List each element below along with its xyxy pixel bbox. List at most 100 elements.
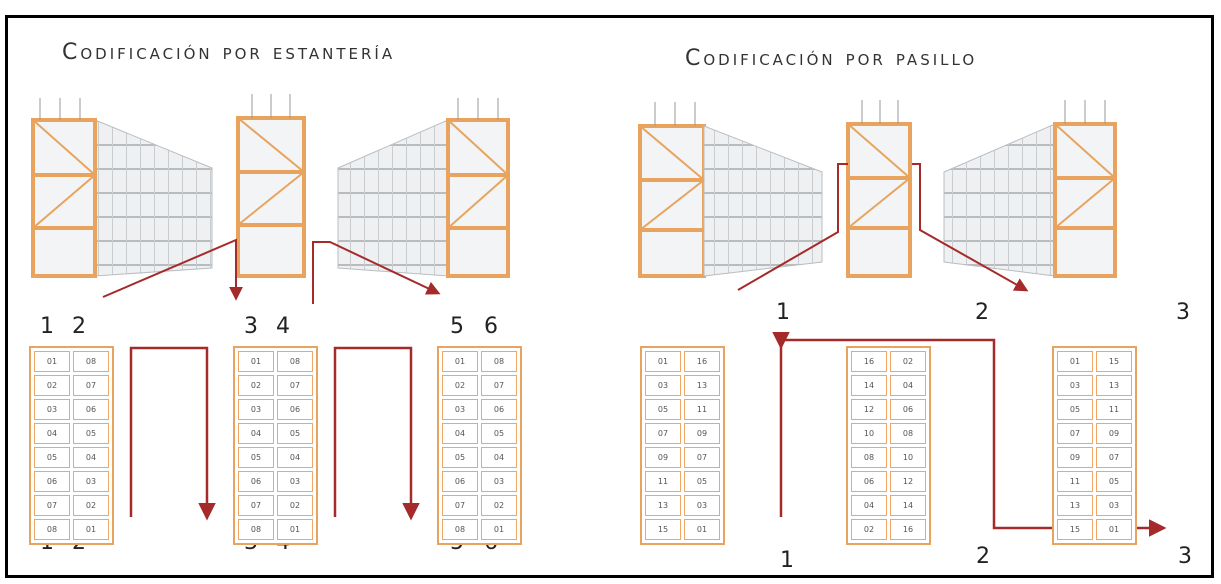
rack-position-cell: 13: [1096, 375, 1132, 396]
rack-position-cell: 09: [645, 447, 681, 468]
rack-position-cell: 11: [1096, 399, 1132, 420]
rack-position-cell: 06: [851, 471, 887, 492]
rack-position-cell: 09: [1057, 447, 1093, 468]
rack-position-cell: 01: [238, 351, 274, 372]
aisle-top-2: 2: [975, 300, 990, 325]
rack-position-cell: 03: [645, 375, 681, 396]
rack-position-cell: 03: [442, 399, 478, 420]
rack-position-cell: 01: [684, 519, 720, 540]
right-plan-arrow: [772, 332, 1167, 537]
rack-position-cell: 13: [645, 495, 681, 516]
aisle-bottom-3: 3: [1178, 544, 1193, 569]
left-perspective-arrows: [102, 238, 441, 304]
rack-position-cell: 02: [277, 495, 313, 516]
rack-position-cell: 11: [645, 471, 681, 492]
rack-position-cell: 02: [481, 495, 517, 516]
aisle-top-1: 1: [776, 300, 791, 325]
rack-position-cell: 02: [442, 375, 478, 396]
rack-position-cell: 07: [1057, 423, 1093, 444]
rack-position-cell: 04: [73, 447, 109, 468]
aisle-top-3: 3: [1176, 300, 1191, 325]
rack-position-cell: 08: [851, 447, 887, 468]
rack-position-cell: 15: [645, 519, 681, 540]
rack-position-cell: 04: [238, 423, 274, 444]
rack-position-cell: 03: [238, 399, 274, 420]
rack-position-cell: 06: [442, 471, 478, 492]
rack-position-cell: 07: [34, 495, 70, 516]
rack-position-cell: 15: [1057, 519, 1093, 540]
rack-position-cell: 05: [277, 423, 313, 444]
rack-position-cell: 06: [890, 399, 926, 420]
rack-position-cell: 08: [73, 351, 109, 372]
rack-position-cell: 09: [684, 423, 720, 444]
left-shelving-group: [31, 94, 510, 278]
label-top-2: 2: [72, 314, 87, 339]
rack-position-cell: 01: [277, 519, 313, 540]
rack-position-cell: 05: [645, 399, 681, 420]
rack-position-cell: 03: [481, 471, 517, 492]
label-top-1: 1: [40, 314, 55, 339]
rack-position-cell: 04: [481, 447, 517, 468]
rack-position-cell: 07: [645, 423, 681, 444]
rack-position-cell: 04: [277, 447, 313, 468]
rack-position-cell: 01: [1096, 519, 1132, 540]
rack-position-cell: 08: [277, 351, 313, 372]
rack-position-cell: 03: [1096, 495, 1132, 516]
rack-position-cell: 04: [34, 423, 70, 444]
rack-position-cell: 01: [34, 351, 70, 372]
rack-position-cell: 04: [442, 423, 478, 444]
rack-position-cell: 03: [1057, 375, 1093, 396]
rack-position-cell: 01: [73, 519, 109, 540]
rack-position-cell: 07: [238, 495, 274, 516]
aisle-bottom-2: 2: [976, 544, 991, 569]
rack-position-cell: 10: [890, 447, 926, 468]
rack-position-cell: 05: [442, 447, 478, 468]
rack-position-cell: 06: [238, 471, 274, 492]
rack-position-cell: 01: [481, 519, 517, 540]
rack-position-cell: 01: [442, 351, 478, 372]
rack-position-cell: 03: [277, 471, 313, 492]
rack-position-cell: 14: [851, 375, 887, 396]
rack-position-cell: 07: [684, 447, 720, 468]
rack-position-cell: 03: [34, 399, 70, 420]
rack-position-cell: 07: [73, 375, 109, 396]
rack-position-cell: 04: [890, 375, 926, 396]
label-top-5: 5: [450, 314, 465, 339]
rack-position-cell: 06: [34, 471, 70, 492]
rack-position-cell: 08: [890, 423, 926, 444]
rack-position-cell: 15: [1096, 351, 1132, 372]
rack-position-cell: 05: [684, 471, 720, 492]
rack-position-cell: 08: [481, 351, 517, 372]
label-top-4: 4: [276, 314, 291, 339]
label-top-6: 6: [484, 314, 499, 339]
title-left: Codificación por estantería: [62, 40, 396, 65]
rack-position-cell: 05: [34, 447, 70, 468]
rack-position-cell: 12: [890, 471, 926, 492]
rack-position-cell: 02: [851, 519, 887, 540]
rack-position-cell: 06: [481, 399, 517, 420]
rack-position-cell: 05: [1096, 471, 1132, 492]
right-shelving-group: [638, 100, 1117, 278]
rack-position-cell: 03: [684, 495, 720, 516]
rack-position-cell: 16: [684, 351, 720, 372]
aisle-bottom-1: 1: [780, 548, 795, 573]
rack-position-cell: 05: [73, 423, 109, 444]
rack-position-cell: 05: [481, 423, 517, 444]
rack-position-cell: 16: [890, 519, 926, 540]
rack-position-cell: 05: [1057, 399, 1093, 420]
rack-position-cell: 16: [851, 351, 887, 372]
label-top-3: 3: [244, 314, 259, 339]
rack-position-cell: 02: [890, 351, 926, 372]
rack-position-cell: 04: [851, 495, 887, 516]
rack-position-cell: 06: [277, 399, 313, 420]
rack-position-cell: 09: [1096, 423, 1132, 444]
rack-position-cell: 02: [73, 495, 109, 516]
rack-position-cell: 07: [1096, 447, 1132, 468]
rack-position-cell: 08: [238, 519, 274, 540]
rack-position-cell: 10: [851, 423, 887, 444]
